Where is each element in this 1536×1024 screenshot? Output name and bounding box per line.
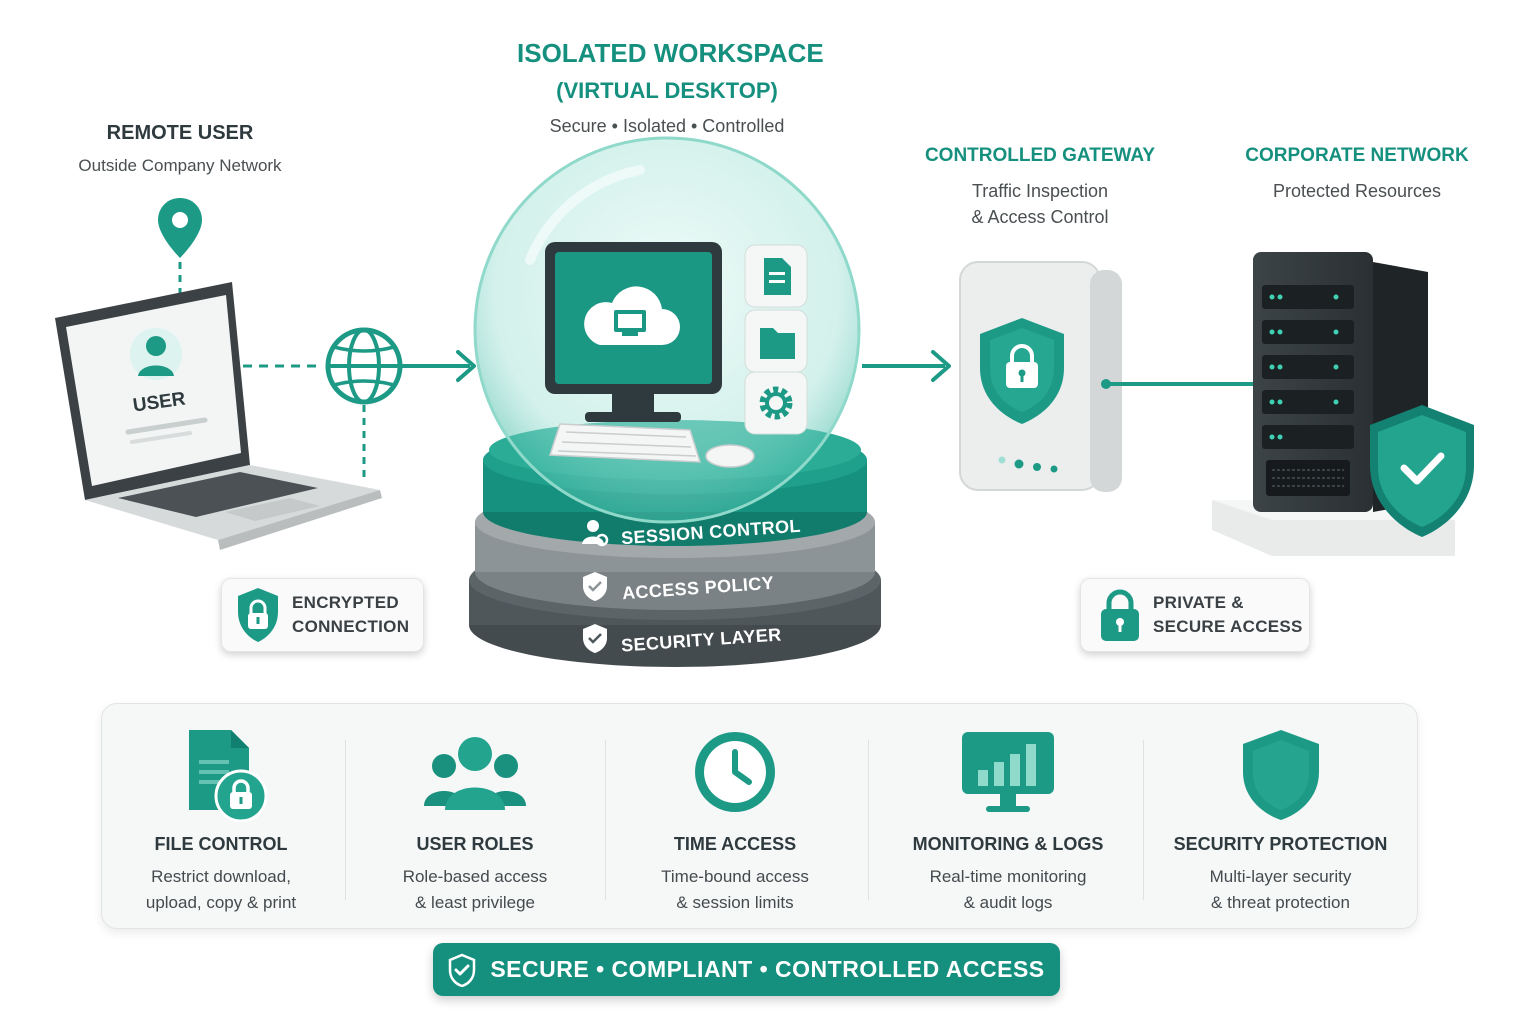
feature-title: TIME ACCESS (673, 834, 797, 854)
encrypted-connection-badge: ENCRYPTED CONNECTION (221, 578, 424, 652)
encrypted-line1: ENCRYPTED (292, 593, 399, 612)
location-pin-icon (158, 198, 202, 298)
feature-title: SECURITY PROTECTION (1173, 834, 1388, 854)
feature-desc: Real-time monitoring& audit logs (929, 867, 1087, 912)
feature-title: FILE CONTROL (154, 834, 288, 854)
monitor-chart-icon (962, 732, 1054, 812)
divider (868, 740, 869, 900)
shield-check-icon (449, 953, 476, 987)
workspace-subtitle: Secure • Isolated • Controlled (549, 116, 785, 136)
feature-time-access: TIME ACCESS Time-bound access& session l… (610, 704, 860, 930)
gateway-device-icon (959, 261, 1122, 492)
features-panel: FILE CONTROL Restrict download,upload, c… (101, 703, 1418, 929)
document-tile-icon (744, 244, 808, 308)
architecture-illustration: USER (55, 136, 1474, 667)
private-line2: SECURE ACCESS (1153, 617, 1303, 636)
feature-file-control: FILE CONTROL Restrict download,upload, c… (102, 704, 340, 930)
globe-icon (325, 327, 403, 405)
corporate-subtitle: Protected Resources (1272, 181, 1442, 201)
feature-desc: Multi-layer security& threat protection (1209, 867, 1352, 912)
gear-tile-icon (744, 371, 808, 435)
divider (1143, 740, 1144, 900)
workspace-title: ISOLATED WORKSPACE (517, 38, 824, 68)
private-access-badge: PRIVATE & SECURE ACCESS (1080, 578, 1310, 652)
mouse-icon (705, 444, 755, 468)
shield-icon (1242, 730, 1319, 820)
footer-banner: SECURE • COMPLIANT • CONTROLLED ACCESS (433, 943, 1060, 996)
feature-desc: Restrict download,upload, copy & print (145, 867, 297, 912)
divider (605, 740, 606, 900)
feature-security-protection: SECURITY PROTECTION Multi-layer security… (1148, 704, 1413, 930)
clock-icon (695, 732, 775, 812)
folder-tile-icon (744, 309, 808, 373)
footer-label: SECURE • COMPLIANT • CONTROLLED ACCESS (490, 956, 1045, 982)
desktop-monitor-icon (545, 242, 722, 422)
remote-user-subtitle: Outside Company Network (78, 156, 282, 175)
feature-monitoring-logs: MONITORING & LOGS Real-time monitoring& … (873, 704, 1143, 930)
encrypted-line2: CONNECTION (292, 617, 410, 636)
file-lock-icon (189, 730, 268, 822)
corporate-title: CORPORATE NETWORK (1245, 145, 1469, 166)
divider (345, 740, 346, 900)
feature-desc: Role-based access& least privilege (402, 867, 548, 912)
gateway-subtitle-line2: & Access Control (971, 207, 1109, 227)
private-line1: PRIVATE & (1153, 593, 1244, 612)
feature-desc: Time-bound access& session limits (661, 867, 809, 912)
feature-title: MONITORING & LOGS (912, 834, 1104, 854)
gateway-subtitle-line1: Traffic Inspection (971, 181, 1109, 201)
remote-user-title: REMOTE USER (106, 122, 254, 144)
users-icon (424, 737, 526, 810)
session-user-icon (582, 520, 609, 547)
keyboard-icon (548, 423, 702, 463)
gateway-title: CONTROLLED GATEWAY (924, 145, 1156, 166)
shield-check-icon (1370, 405, 1474, 537)
lock-shield-icon (238, 588, 278, 642)
feature-title: USER ROLES (416, 834, 534, 854)
padlock-icon (1101, 589, 1139, 641)
workspace-title-line2: (VIRTUAL DESKTOP) (556, 78, 778, 103)
laptop-icon: USER (55, 282, 382, 550)
feature-user-roles: USER ROLES Role-based access& least priv… (350, 704, 600, 930)
